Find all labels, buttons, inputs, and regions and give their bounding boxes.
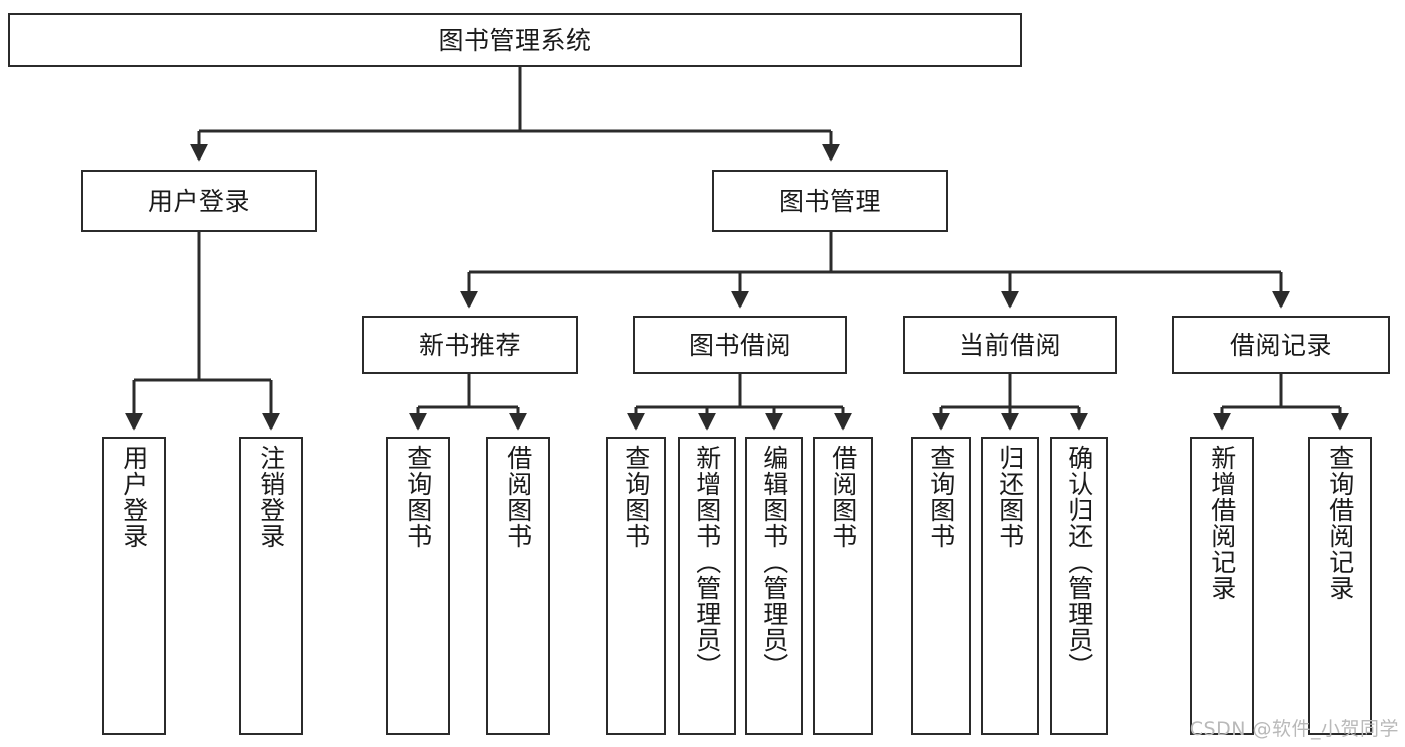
- node-leaf-query-book-current[interactable]: 查询图书: [911, 437, 971, 735]
- node-leaf-user-login[interactable]: 用户登录: [102, 437, 166, 735]
- node-leaf-add-book-admin[interactable]: 新增图书（管理员）: [678, 437, 736, 735]
- node-leaf-confirm-return-admin[interactable]: 确认归还（管理员）: [1050, 437, 1108, 735]
- node-label: 注销登录: [256, 445, 286, 549]
- node-new-book-recommend[interactable]: 新书推荐: [362, 316, 578, 374]
- node-label: 新书推荐: [418, 330, 521, 360]
- node-leaf-query-book-recommend[interactable]: 查询图书: [386, 437, 450, 735]
- node-label: 用户登录: [119, 445, 149, 549]
- node-root-book-management-system[interactable]: 图书管理系统: [8, 13, 1022, 67]
- node-label: 编辑图书（管理员）: [759, 445, 789, 679]
- node-label: 确认归还（管理员）: [1064, 445, 1094, 679]
- node-current-borrow[interactable]: 当前借阅: [903, 316, 1117, 374]
- node-leaf-query-borrow-record[interactable]: 查询借阅记录: [1308, 437, 1372, 735]
- node-label: 图书管理: [778, 186, 881, 216]
- node-borrow-record[interactable]: 借阅记录: [1172, 316, 1390, 374]
- node-user-login[interactable]: 用户登录: [81, 170, 317, 232]
- node-leaf-logout[interactable]: 注销登录: [239, 437, 303, 735]
- node-label: 当前借阅: [958, 330, 1061, 360]
- csdn-watermark: CSDN @软件_小贺同学: [1189, 718, 1399, 740]
- node-label: 查询图书: [621, 445, 651, 549]
- node-leaf-add-borrow-record[interactable]: 新增借阅记录: [1190, 437, 1254, 735]
- node-book-borrow[interactable]: 图书借阅: [633, 316, 847, 374]
- node-leaf-borrow-book[interactable]: 借阅图书: [813, 437, 873, 735]
- node-leaf-return-book[interactable]: 归还图书: [981, 437, 1039, 735]
- node-label: 图书管理系统: [438, 25, 592, 55]
- node-leaf-borrow-book-recommend[interactable]: 借阅图书: [486, 437, 550, 735]
- node-book-management[interactable]: 图书管理: [712, 170, 948, 232]
- node-label: 查询借阅记录: [1325, 445, 1355, 601]
- node-label: 查询图书: [926, 445, 956, 549]
- node-label: 借阅图书: [828, 445, 858, 549]
- node-label: 借阅图书: [503, 445, 533, 549]
- node-label: 借阅记录: [1229, 330, 1332, 360]
- node-label: 用户登录: [147, 186, 250, 216]
- node-leaf-edit-book-admin[interactable]: 编辑图书（管理员）: [745, 437, 803, 735]
- node-label: 图书借阅: [688, 330, 791, 360]
- node-label: 归还图书: [995, 445, 1025, 549]
- node-label: 查询图书: [403, 445, 433, 549]
- node-label: 新增图书（管理员）: [692, 445, 722, 679]
- node-leaf-query-book-borrow[interactable]: 查询图书: [606, 437, 666, 735]
- node-label: 新增借阅记录: [1207, 445, 1237, 601]
